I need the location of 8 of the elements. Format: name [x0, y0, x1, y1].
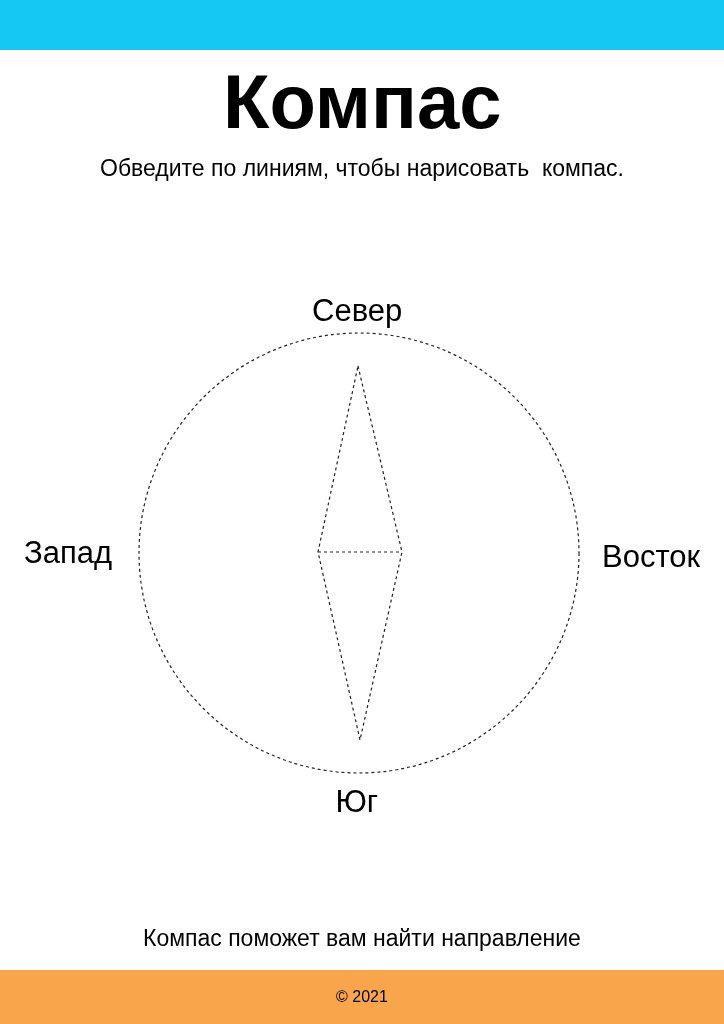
direction-label: Юг: [335, 784, 379, 820]
direction-label: Север: [312, 293, 403, 329]
copyright-text: © 2021: [336, 988, 388, 1006]
instruction-text: Обведите по линиям, чтобы нарисовать компас.: [100, 155, 624, 182]
title: Компас: [223, 58, 502, 145]
direction-label: Восток: [602, 539, 701, 575]
direction-label: Запад: [24, 535, 113, 571]
caption-text: Компас поможет вам найти направление: [143, 925, 581, 952]
